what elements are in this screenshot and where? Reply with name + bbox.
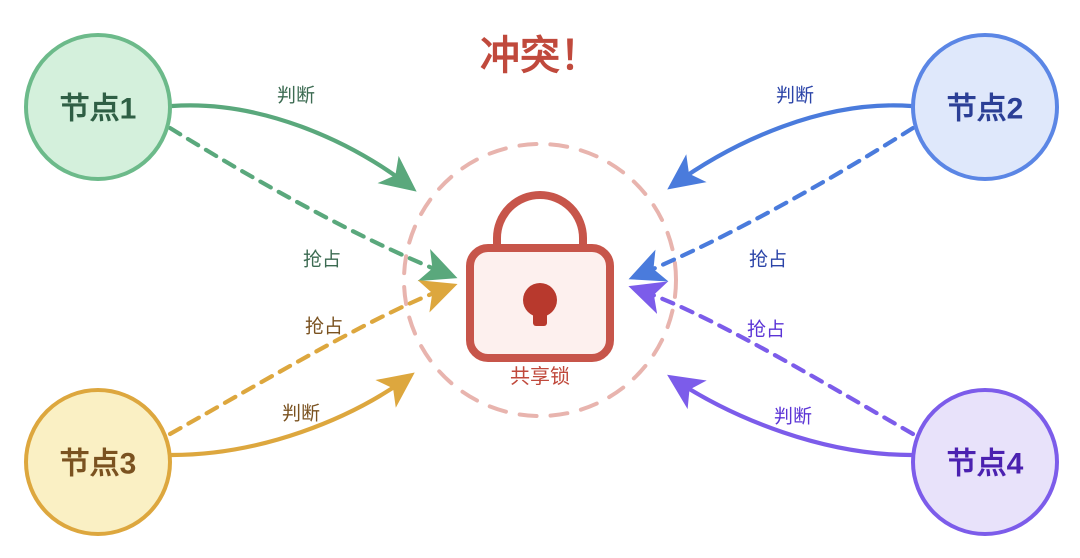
node-node1[interactable]: 节点1 [24,33,172,181]
edge-label-node3-judge: 判断 [282,403,320,425]
diagram-title: 冲突！ [480,34,600,78]
edge-label-node2-preempt: 抢占 [749,249,787,271]
edge-node2-judge: 判断 [667,85,914,190]
edge-line [628,281,916,437]
node-circle[interactable] [24,33,172,181]
edge-node1-preempt: 抢占 [167,125,458,282]
edge-line [167,125,458,282]
node-node2[interactable]: 节点2 [911,33,1059,181]
lock-icon [466,191,614,362]
edge-node4-preempt: 抢占 [628,281,916,437]
edge-node4-judge: 判断 [667,374,914,458]
edge-line [169,372,415,458]
edge-node3-preempt: 抢占 [167,280,458,437]
node-label-node2: 节点2 [947,93,1024,126]
edge-label-node3-preempt: 抢占 [305,316,343,338]
edge-label-node4-judge: 判断 [774,406,812,428]
node-label-node3: 节点3 [60,448,137,481]
lock-keyhole-stem [533,300,547,326]
edge-line [667,103,914,190]
edge-label-node4-preempt: 抢占 [747,319,785,341]
node-circle[interactable] [911,33,1059,181]
edge-line [667,374,914,458]
edge-node2-preempt: 抢占 [628,125,916,282]
node-label-node1: 节点1 [60,93,137,126]
node-circle[interactable] [24,388,172,536]
edge-node1-judge: 判断 [169,85,417,192]
node-node3[interactable]: 节点3 [24,388,172,536]
lock-shackle [493,191,587,274]
edge-label-node1-judge: 判断 [277,85,315,107]
edge-line [628,125,916,282]
node-node4[interactable]: 节点4 [911,388,1059,536]
node-label-node4: 节点4 [947,448,1024,481]
node-circle[interactable] [911,388,1059,536]
edge-line [169,103,417,192]
lock-label: 共享锁 [510,365,570,388]
edge-label-node1-preempt: 抢占 [303,249,341,271]
edge-line [167,280,458,437]
edge-label-node2-judge: 判断 [776,85,814,107]
edge-node3-judge: 判断 [169,372,415,458]
lock-boundary-circle [402,142,678,418]
